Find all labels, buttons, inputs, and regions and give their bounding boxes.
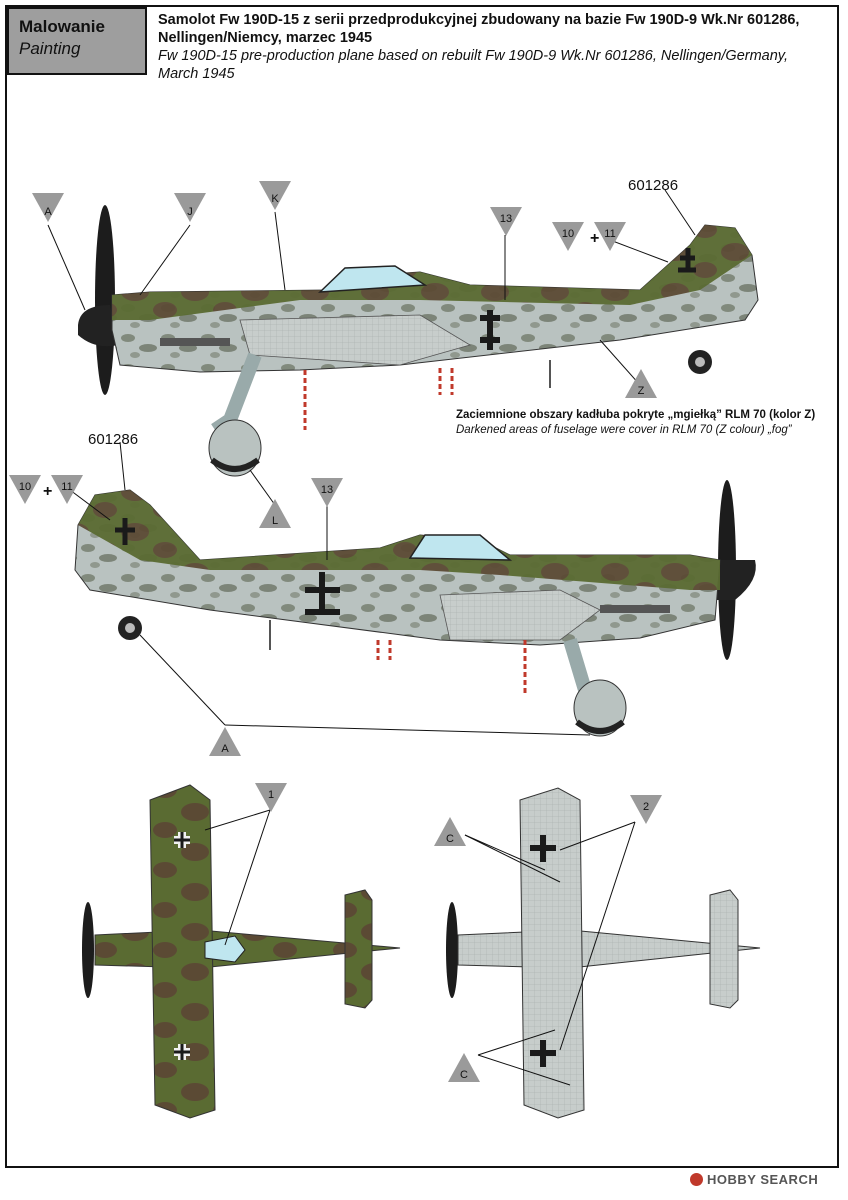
svg-text:11: 11 — [61, 481, 72, 493]
callout-k: K — [259, 181, 291, 210]
label-polish: Malowanie — [19, 17, 105, 36]
callout-11-top: 11 — [594, 222, 626, 251]
plus-sign-bottom: + — [43, 483, 52, 500]
callout-10-top: 10 — [552, 222, 584, 251]
bottom-view — [446, 787, 761, 1119]
leader-lines — [47, 189, 696, 1086]
callout-c-bottom: C — [448, 1053, 480, 1082]
callout-13-top: 13 — [490, 207, 522, 236]
top-view — [82, 784, 401, 1119]
label-english: Painting — [19, 39, 81, 58]
serial-number-top: 601286 — [628, 177, 678, 194]
svg-text:11: 11 — [604, 228, 615, 240]
svg-text:K: K — [271, 193, 279, 205]
svg-text:13: 13 — [321, 484, 333, 496]
right-profile-view — [74, 480, 756, 737]
fog-note-english: Darkened areas of fuselage were cover in… — [456, 424, 792, 436]
watermark-text: HOBBY SEARCH — [707, 1172, 819, 1187]
fog-note-polish: Zaciemnione obszary kadłuba pokryte „mgi… — [456, 409, 816, 421]
watermark-logo-icon — [690, 1173, 703, 1186]
callout-11-bottom: 11 — [51, 475, 83, 504]
painting-label-box: Malowanie Painting — [7, 7, 147, 75]
svg-text:Z: Z — [638, 385, 645, 397]
fog-note: Zaciemnione obszary kadłuba pokryte „mgi… — [456, 408, 836, 438]
svg-text:13: 13 — [500, 213, 512, 225]
svg-text:A: A — [221, 743, 229, 755]
svg-text:J: J — [187, 206, 193, 218]
svg-text:10: 10 — [562, 228, 574, 240]
svg-text:L: L — [272, 515, 278, 527]
svg-text:A: A — [44, 206, 52, 218]
svg-text:10: 10 — [19, 481, 31, 493]
callout-2: 2 — [630, 795, 662, 824]
title-polish: Samolot Fw 190D-15 z serii przedprodukcy… — [158, 12, 800, 46]
svg-text:C: C — [446, 833, 454, 845]
callout-c-top: C — [434, 817, 466, 846]
svg-text:C: C — [460, 1069, 468, 1081]
title-english: Fw 190D-15 pre-production plane based on… — [158, 48, 788, 82]
left-profile-view — [78, 205, 759, 477]
callout-13-bottom: 13 — [311, 478, 343, 507]
watermark: HOBBY SEARCH — [690, 1172, 818, 1187]
callout-1: 1 — [255, 783, 287, 812]
callout-j: J — [174, 193, 206, 222]
page-frame — [5, 5, 839, 1168]
page-title: Samolot Fw 190D-15 z serii przedprodukcy… — [158, 11, 818, 83]
svg-text:1: 1 — [268, 789, 274, 801]
callout-a-top: A — [32, 193, 64, 222]
callout-l: L — [259, 499, 291, 528]
callout-a-bottom: A — [209, 727, 241, 756]
serial-number-bottom: 601286 — [88, 431, 138, 448]
callout-10-bottom: 10 — [9, 475, 41, 504]
svg-text:2: 2 — [643, 801, 649, 813]
plus-sign-top: + — [590, 230, 599, 247]
callout-z: Z — [625, 369, 657, 398]
